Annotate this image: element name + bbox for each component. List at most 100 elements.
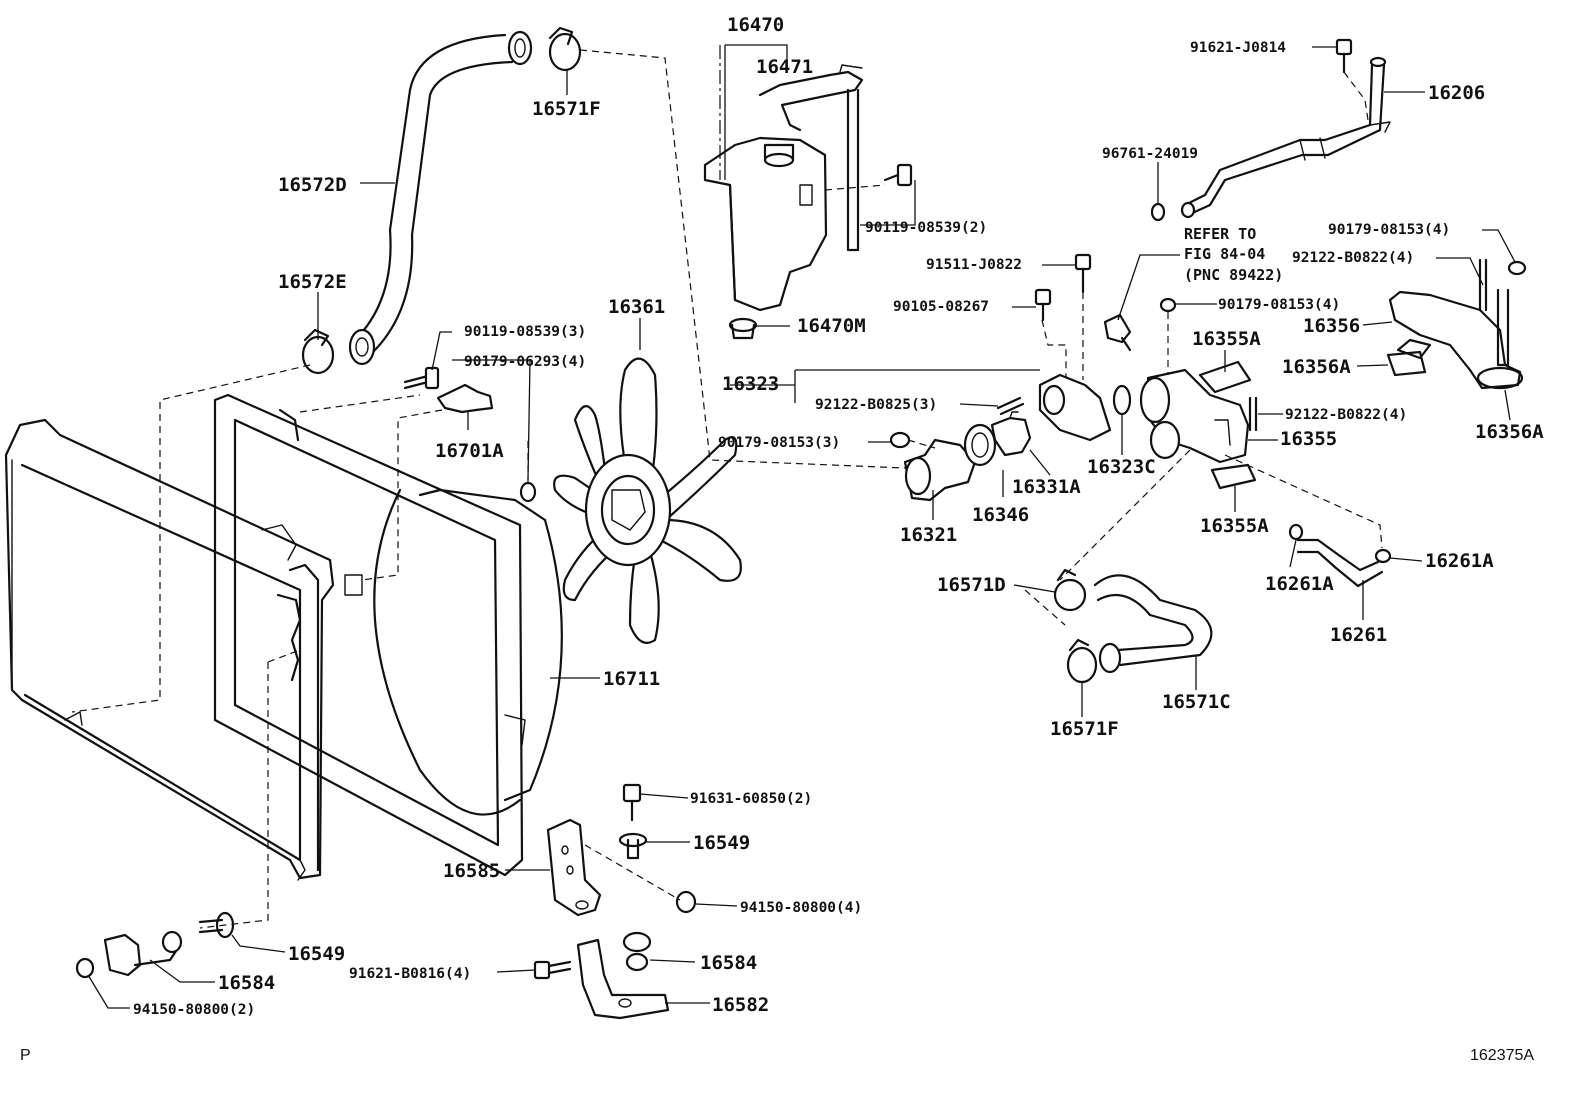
bolt-91621-B0816 xyxy=(533,960,572,980)
label-16323: 16323 xyxy=(722,373,779,395)
label-16355: 16355 xyxy=(1280,428,1337,450)
refer-line-2: FIG 84-04 xyxy=(1184,245,1265,263)
clip-16571F-bottom xyxy=(1066,638,1098,684)
label-92122-B0822-4-top: 92122-B0822(4) xyxy=(1292,250,1414,266)
cushion-16549-right xyxy=(618,832,648,860)
label-94150-80800-4: 94150-80800(4) xyxy=(740,900,862,916)
corner-left-mark: P xyxy=(20,1047,31,1064)
label-16261: 16261 xyxy=(1330,624,1387,646)
label-16361: 16361 xyxy=(608,296,665,318)
outlet-16323 xyxy=(1038,373,1112,442)
figure-number: 162375A xyxy=(1470,1047,1534,1064)
label-16571F-bottom: 16571F xyxy=(1050,718,1119,740)
oring-96761 xyxy=(1150,202,1166,222)
label-91511-J0822: 91511-J0822 xyxy=(926,257,1022,273)
pipe-16206 xyxy=(1180,56,1391,219)
labels: 16470 16471 16571F 16572D 16572E 90119-0… xyxy=(20,14,1544,1064)
label-16355A-bottom: 16355A xyxy=(1200,515,1269,537)
thermostat-16331A xyxy=(990,411,1032,457)
fan-shroud xyxy=(213,393,563,877)
label-16585: 16585 xyxy=(443,860,500,882)
label-16471: 16471 xyxy=(756,56,813,78)
bracket-16585 xyxy=(546,818,602,917)
label-16331A: 16331A xyxy=(1012,476,1081,498)
label-16346: 16346 xyxy=(972,504,1029,526)
clamp-16701A xyxy=(436,383,494,414)
label-16571D: 16571D xyxy=(937,574,1006,596)
label-16323C: 16323C xyxy=(1087,456,1156,478)
nut-90179-08153-mid xyxy=(1159,297,1177,313)
label-96761-24019: 96761-24019 xyxy=(1102,146,1198,162)
label-92122-B0822-4-mid: 92122-B0822(4) xyxy=(1285,407,1407,423)
bolt-90105 xyxy=(1034,288,1052,322)
cushion-16549-left xyxy=(198,911,235,939)
stud-92122-B0825 xyxy=(996,396,1025,416)
radiator xyxy=(4,418,335,881)
label-16582: 16582 xyxy=(712,994,769,1016)
label-91621-J0814: 91621-J0814 xyxy=(1190,40,1286,56)
label-90119-08539-3: 90119-08539(3) xyxy=(464,324,586,340)
label-16356A-left: 16356A xyxy=(1282,356,1351,378)
label-16572D: 16572D xyxy=(278,174,347,196)
stud-92122-B0822-mid xyxy=(1248,396,1258,432)
nut-90179-08153-3 xyxy=(889,431,911,449)
bolt-91621-J0814 xyxy=(1335,38,1353,74)
clip-16571D xyxy=(1053,568,1087,612)
water-outlet-16355 xyxy=(1139,368,1250,464)
label-91631-60850-2: 91631-60850(2) xyxy=(690,791,812,807)
refer-line-3: (PNC 89422) xyxy=(1184,266,1283,284)
label-16355A-top: 16355A xyxy=(1192,328,1261,350)
label-90105-08267: 90105-08267 xyxy=(893,299,989,315)
gasket-16323C xyxy=(1112,384,1132,416)
bushing-16584-right xyxy=(622,931,652,972)
label-16321: 16321 xyxy=(900,524,957,546)
hose-16571C xyxy=(1093,574,1213,674)
label-16549-left: 16549 xyxy=(288,943,345,965)
label-94150-80800-2: 94150-80800(2) xyxy=(133,1002,255,1018)
label-16356: 16356 xyxy=(1303,315,1360,337)
hose-16261 xyxy=(1288,523,1392,588)
label-16584-left: 16584 xyxy=(218,972,275,994)
label-16261A-left: 16261A xyxy=(1265,573,1334,595)
bracket-16582 xyxy=(576,938,670,1020)
label-16261A-right: 16261A xyxy=(1425,550,1494,572)
alignment-lines xyxy=(71,45,1383,929)
label-16584-right: 16584 xyxy=(700,952,757,974)
gasket-16356A-right xyxy=(1476,366,1524,390)
label-16572E: 16572E xyxy=(278,271,347,293)
label-90179-08153-4-top: 90179-08153(4) xyxy=(1328,222,1450,238)
gasket-16356A-left xyxy=(1386,350,1427,377)
gasket-16346 xyxy=(963,423,997,467)
label-92122-B0825-3: 92122-B0825(3) xyxy=(815,397,937,413)
label-16711: 16711 xyxy=(603,668,660,690)
clip-16571F-top xyxy=(548,26,582,72)
reservoir xyxy=(703,64,864,312)
bolt-90119-08539-2 xyxy=(883,163,913,187)
cap-16470M xyxy=(728,317,758,340)
label-16571C: 16571C xyxy=(1162,691,1231,713)
label-90179-08153-4-mid: 90179-08153(4) xyxy=(1218,297,1340,313)
label-16470M: 16470M xyxy=(797,315,866,337)
nut-94150-80800-2 xyxy=(75,957,95,979)
bypass-16356 xyxy=(1388,258,1527,390)
bolt-91631-60850 xyxy=(622,783,642,822)
bolt-91511 xyxy=(1074,253,1092,294)
upper-hose xyxy=(348,30,533,366)
label-16549-right: 16549 xyxy=(693,832,750,854)
nut-94150-80800-4 xyxy=(675,890,697,914)
label-16701A: 16701A xyxy=(435,440,504,462)
bracket-16584-left xyxy=(103,930,183,977)
water-inlet-16321 xyxy=(903,438,977,502)
label-16356A-right: 16356A xyxy=(1475,421,1544,443)
refer-line-1: REFER TO xyxy=(1184,225,1256,243)
label-90179-08153-3: 90179-08153(3) xyxy=(718,435,840,451)
label-90179-06293-4: 90179-06293(4) xyxy=(464,354,586,370)
fan xyxy=(553,357,742,644)
gasket-16355A-bottom xyxy=(1210,463,1257,490)
sensor xyxy=(1103,313,1132,352)
label-16571F-top: 16571F xyxy=(532,98,601,120)
label-91621-B0816-4: 91621-B0816(4) xyxy=(349,966,471,982)
nut-90179-06293 xyxy=(519,481,537,503)
bolt-90119-08539-3 xyxy=(403,366,440,390)
